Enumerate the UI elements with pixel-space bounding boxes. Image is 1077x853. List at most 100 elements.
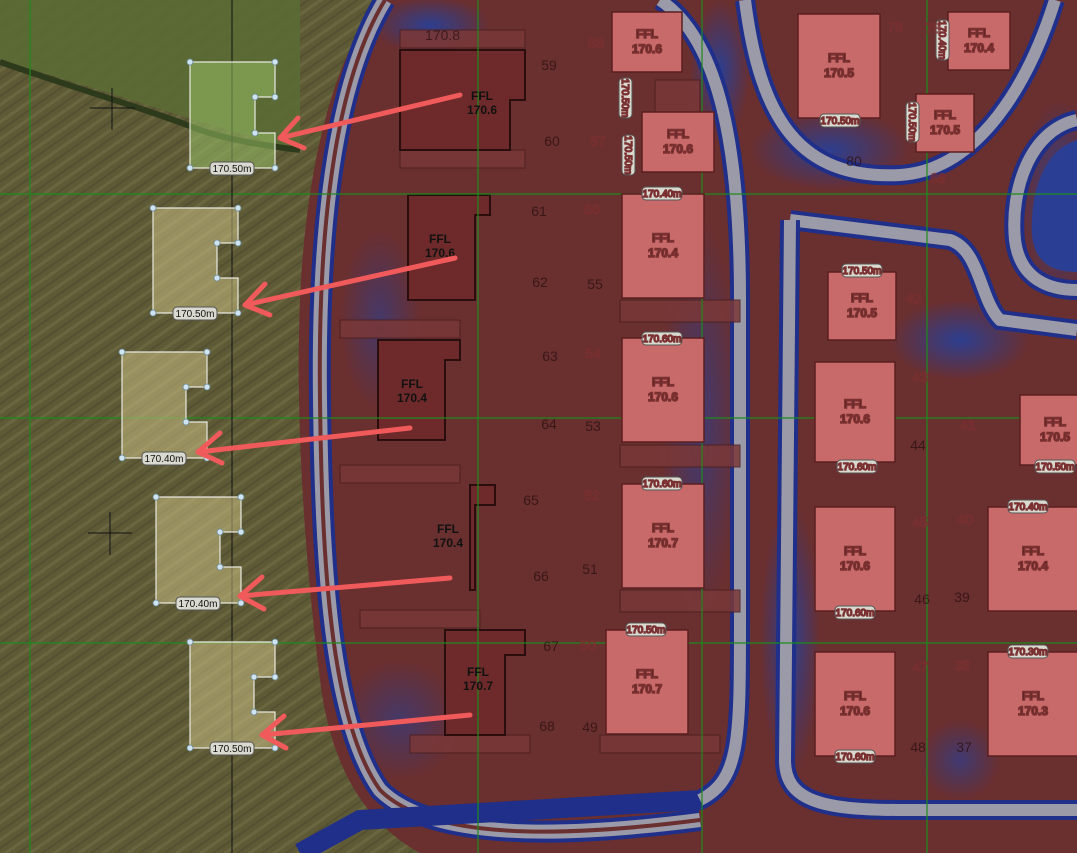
svg-text:170.60m: 170.60m — [643, 479, 682, 490]
plot-number: 44 — [910, 437, 926, 453]
house-ffl-label: FFL — [844, 689, 866, 703]
plot-number: 42 — [906, 290, 922, 306]
plot-number: 65 — [523, 492, 539, 508]
svg-text:170.60m: 170.60m — [836, 608, 875, 619]
plot-number: 80 — [846, 153, 862, 169]
house-ffl-value: 170.6 — [840, 412, 870, 426]
house-ffl-label: FFL — [844, 397, 866, 411]
plot-number: 49 — [582, 719, 598, 735]
plot-number: 52 — [584, 487, 600, 503]
road-network — [295, 0, 1077, 853]
plot-number: 56 — [584, 201, 600, 217]
side-pad-5[interactable]: 170.50m — [189, 641, 276, 756]
side-pad-1[interactable]: 170.50m — [189, 61, 276, 176]
house-ffl-value: 170.6 — [840, 559, 870, 573]
plot-number: 55 — [587, 276, 603, 292]
plot-number: 79 — [887, 19, 903, 35]
svg-text:170.60m: 170.60m — [838, 462, 877, 473]
house-level-badge: 170.50m — [841, 263, 883, 278]
house-ffl-value: 170.6 — [648, 390, 678, 404]
side-pad-level-label: 170.40m — [145, 454, 184, 465]
plot-number: 78 — [925, 20, 941, 36]
garden-plots — [339, 29, 741, 754]
house-ffl-label: FFL — [844, 544, 866, 558]
house-ffl-label: FFL — [652, 231, 674, 245]
side-pad-level-label: 170.50m — [213, 744, 252, 755]
house-ffl-value: 170.4 — [648, 246, 678, 260]
callout-arrows — [195, 92, 473, 751]
house-ffl-label: FFL — [851, 291, 873, 305]
house-ffl-label: FFL — [934, 108, 956, 122]
side-pad-level-label: 170.40m — [179, 599, 218, 610]
house-ffl-value: 170.5 — [847, 306, 877, 320]
house-level-badge: 170.40m — [641, 186, 683, 201]
house-ffl-value: 170.5 — [930, 123, 960, 137]
svg-text:170.50m: 170.50m — [906, 103, 917, 142]
side-pad-2[interactable]: 170.50m — [152, 207, 239, 321]
house-level-badge: 170.50m — [819, 113, 861, 128]
house-ffl-label: FFL — [636, 27, 658, 41]
plot-number: 39 — [954, 589, 970, 605]
plot-number: 45 — [912, 514, 928, 530]
plot-number: 51 — [582, 561, 598, 577]
pad-handles[interactable] — [118, 58, 279, 752]
house-ffl-label: FFL — [1022, 689, 1044, 703]
house-level-badge: 170.60m — [641, 331, 683, 346]
house-ffl-value: 170.7 — [648, 536, 678, 550]
house-ffl-value: 170.7 — [632, 682, 662, 696]
plot-number: 50 — [580, 637, 596, 653]
svg-text:FFL: FFL — [471, 89, 493, 103]
side-pad-4[interactable]: 170.40m — [155, 496, 242, 611]
plot-number: 38 — [954, 657, 970, 673]
plot-number: 63 — [542, 348, 558, 364]
plot-number: 37 — [956, 739, 972, 755]
plot-number: 69 — [930, 170, 946, 186]
svg-text:170.60m: 170.60m — [643, 334, 682, 345]
plot-number: 61 — [531, 203, 547, 219]
svg-text:170.4: 170.4 — [397, 391, 427, 405]
svg-text:FFL: FFL — [401, 377, 423, 391]
house-ffl-label: FFL — [652, 375, 674, 389]
svg-text:170.4: 170.4 — [433, 536, 463, 550]
house-ffl-value: 170.5 — [824, 66, 854, 80]
house-ffl-label: FFL — [1022, 544, 1044, 558]
svg-text:FFL: FFL — [467, 665, 489, 679]
svg-text:170.6: 170.6 — [425, 246, 455, 260]
house-ffl-value: 170.3 — [1018, 704, 1048, 718]
house-ffl-label: FFL — [968, 26, 990, 40]
house-ffl-value: 170.6 — [632, 42, 662, 56]
terrace-blocks — [377, 49, 526, 736]
svg-text:170.40m: 170.40m — [1009, 502, 1048, 513]
svg-text:FFL: FFL — [429, 232, 451, 246]
plot-number: 43 — [912, 369, 928, 385]
house-plots[interactable]: FFL170.6170.50m58FFL170.6170.50m57FFL170… — [579, 11, 1077, 764]
plot-number: 48 — [910, 739, 926, 755]
plot-number: 47 — [912, 659, 928, 675]
plot-number: 58 — [588, 35, 604, 51]
plot-number: 66 — [533, 568, 549, 584]
house-ffl-label: FFL — [636, 667, 658, 681]
plot-number: 53 — [585, 418, 601, 434]
svg-text:170.30m: 170.30m — [1009, 647, 1048, 658]
plot-number: 68 — [539, 718, 555, 734]
house-ffl-value: 170.6 — [840, 704, 870, 718]
house-level-badge: 170.40m — [935, 19, 950, 61]
